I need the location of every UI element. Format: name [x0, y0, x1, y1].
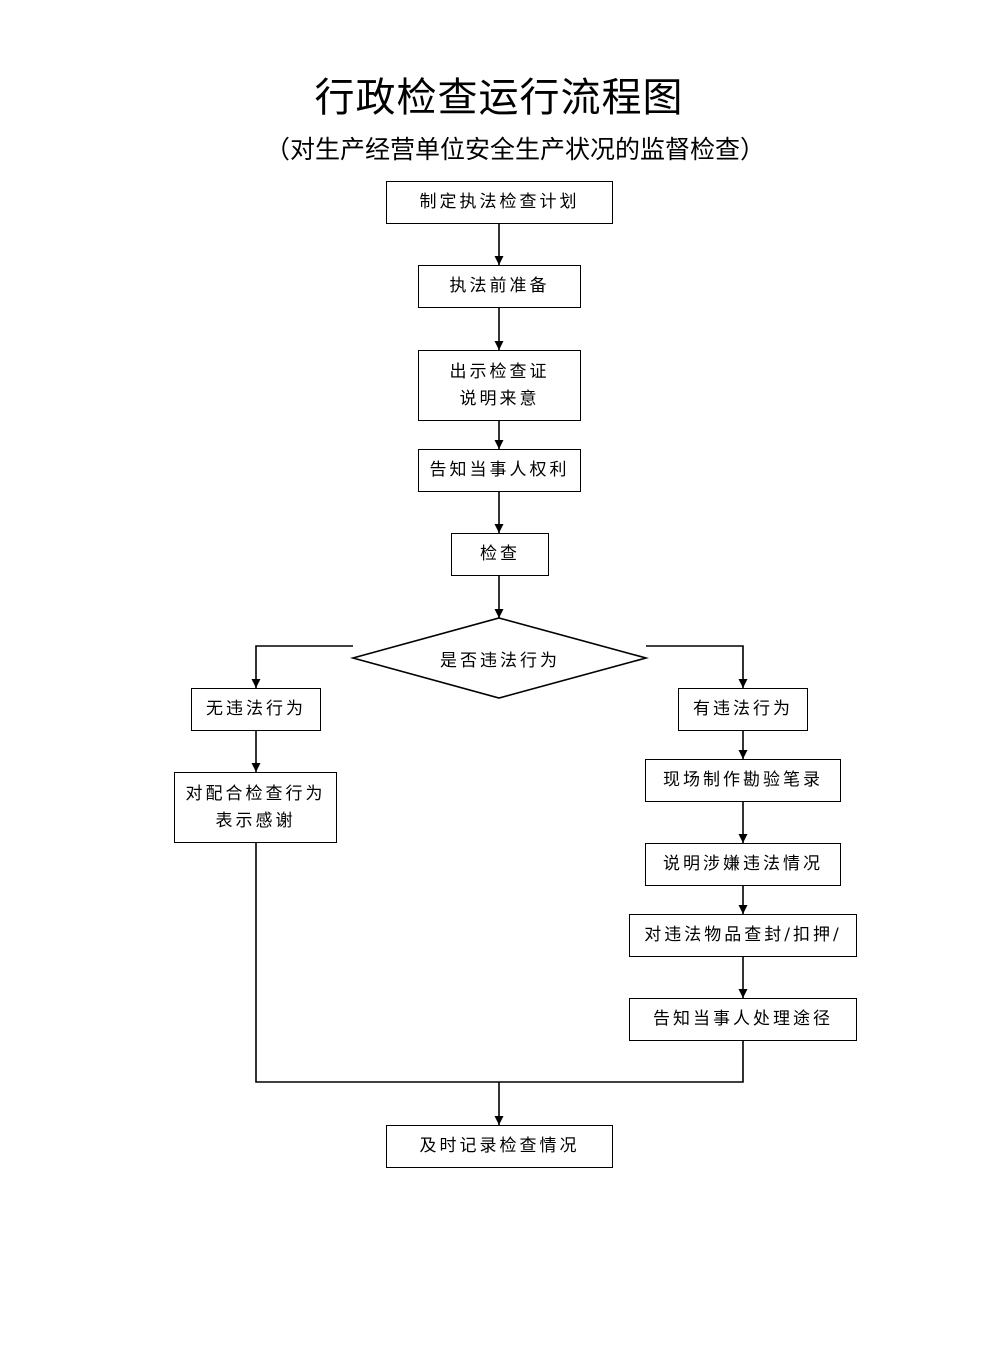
- node-no-violation: 无违法行为: [191, 688, 321, 731]
- node-prepare-label: 执法前准备: [449, 276, 550, 296]
- node-show-id-line2: 说明来意: [459, 388, 540, 409]
- node-explain-suspected-label: 说明涉嫌违法情况: [663, 854, 823, 874]
- page-title: 行政检查运行流程图: [314, 75, 684, 121]
- arrow-decision-to-yes: [646, 645, 748, 688]
- node-thanks: 对配合检查行为 表示感谢: [174, 772, 337, 843]
- node-show-id: 出示检查证 说明来意: [418, 350, 581, 421]
- node-seize-label: 对违法物品查封/扣押/: [644, 925, 842, 945]
- node-record-results: 及时记录检查情况: [386, 1125, 613, 1168]
- node-inspect: 检查: [451, 533, 549, 576]
- node-prepare: 执法前准备: [418, 265, 581, 308]
- node-decision: 是否违法行为: [380, 638, 620, 678]
- page-subtitle: （对生产经营单位安全生产状况的监督检查）: [264, 135, 765, 164]
- node-plan-label: 制定执法检查计划: [419, 192, 580, 212]
- node-show-id-line1: 出示检查证: [449, 361, 550, 382]
- node-inform-handling-label: 告知当事人处理途径: [653, 1009, 833, 1029]
- node-inform-handling: 告知当事人处理途径: [629, 998, 857, 1041]
- node-inspect-label: 检查: [480, 544, 520, 564]
- node-has-violation-label: 有违法行为: [693, 699, 793, 719]
- node-decision-label: 是否违法行为: [440, 650, 560, 671]
- node-thanks-line2: 表示感谢: [215, 810, 296, 831]
- node-record-results-label: 及时记录检查情况: [419, 1136, 580, 1156]
- decision-diamond: [349, 617, 650, 699]
- node-has-violation: 有违法行为: [678, 688, 808, 731]
- node-plan: 制定执法检查计划: [386, 181, 613, 224]
- node-explain-suspected: 说明涉嫌违法情况: [645, 843, 841, 886]
- node-inform-rights-label: 告知当事人权利: [429, 460, 570, 480]
- node-seize: 对违法物品查封/扣押/: [629, 914, 857, 957]
- node-onsite-record: 现场制作勘验笔录: [645, 759, 841, 802]
- node-inform-rights: 告知当事人权利: [418, 449, 581, 492]
- arrow-decision-to-no: [251, 645, 353, 688]
- node-thanks-line1: 对配合检查行为: [185, 783, 326, 804]
- node-no-violation-label: 无违法行为: [206, 699, 306, 719]
- node-onsite-record-label: 现场制作勘验笔录: [663, 770, 823, 790]
